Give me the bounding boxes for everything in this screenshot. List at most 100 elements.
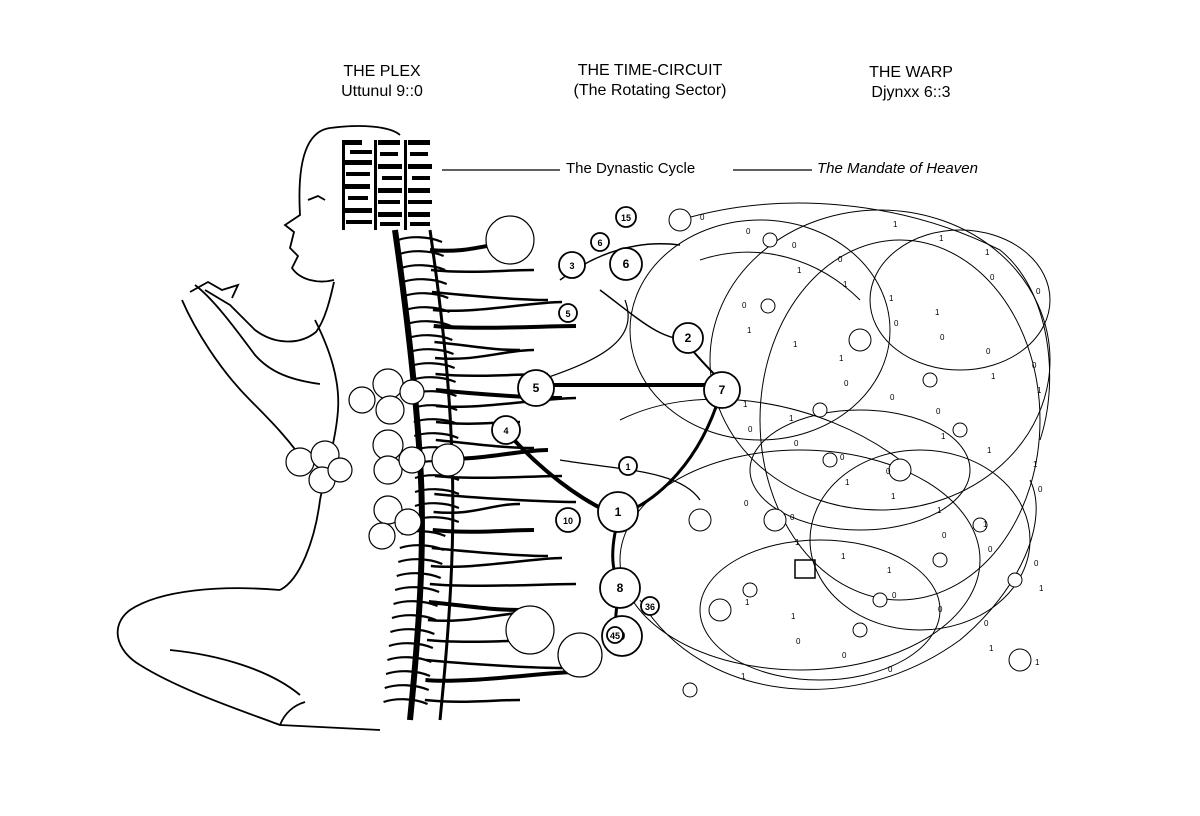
- nerve-branch: [426, 658, 563, 670]
- circuit-node-ring: [555, 507, 581, 533]
- vertebra: [397, 558, 443, 566]
- warp-node: [762, 232, 778, 248]
- warp-node: [1008, 648, 1032, 672]
- warp-digit: 1: [843, 280, 848, 289]
- circuit-node-ring: [609, 247, 643, 281]
- circuit-node: 7: [703, 371, 741, 409]
- circuit-node-label: 3: [569, 261, 574, 271]
- circuit-node-label: 6: [623, 257, 630, 271]
- warp-title: THE WARP: [869, 64, 953, 81]
- circuit-node-label: 5: [565, 309, 570, 319]
- nerve-branch: [428, 600, 521, 612]
- plex-title: THE PLEX: [343, 63, 421, 80]
- seal: [557, 632, 603, 678]
- warp-small-nodes: [668, 208, 1032, 698]
- warp-digit: 0: [1032, 361, 1037, 370]
- circuit-node-label: 15: [621, 213, 631, 223]
- warp-digit: 0: [742, 301, 747, 310]
- warp-digit: 1: [983, 520, 988, 529]
- vertebra: [400, 264, 446, 272]
- warp-digit: 0: [942, 531, 947, 540]
- warp-node: [822, 452, 838, 468]
- nerve-branch: [431, 290, 549, 302]
- warp-digit: 0: [792, 241, 797, 250]
- seal: [285, 447, 315, 477]
- warp-node: [688, 508, 712, 532]
- circuit-node-ring: [615, 206, 637, 228]
- warp-digit: 0: [938, 605, 943, 614]
- seal: [327, 457, 353, 483]
- circuit-node-ring: [491, 415, 521, 445]
- circuit-node-ring: [597, 491, 639, 533]
- warp-digit: 0: [990, 273, 995, 282]
- warp-digit: 0: [840, 453, 845, 462]
- warp-digit: 0: [838, 255, 843, 264]
- warp-node: [742, 582, 758, 598]
- nerve-branch: [430, 556, 563, 569]
- warp-digit: 0: [988, 545, 993, 554]
- nerve-branches: [424, 240, 577, 704]
- warp-digit: 1: [1039, 584, 1044, 593]
- time-circuit-heading: THE TIME-CIRCUIT (The Rotating Sector): [540, 61, 760, 101]
- mandate-caption: The Mandate of Heaven: [817, 160, 978, 177]
- warp-node: [888, 458, 912, 482]
- warp-node: [922, 372, 938, 388]
- warp-node: [848, 328, 872, 352]
- circuit-node-ring: [517, 369, 555, 407]
- warp-digit: 0: [892, 591, 897, 600]
- chakra-seals: [285, 215, 603, 678]
- circuit-node: 2: [672, 322, 704, 354]
- warp-digit: 1: [745, 598, 750, 607]
- warp-digit: 0: [894, 319, 899, 328]
- seated-figure: [116, 125, 401, 731]
- circuit-node-label: 2: [685, 331, 692, 345]
- circuit-node-label: 36: [645, 602, 655, 612]
- warp-digit: 1: [889, 294, 894, 303]
- warp-digit: 1: [987, 446, 992, 455]
- plex-heading: THE PLEX Uttunul 9::0: [322, 62, 442, 102]
- vertebra: [387, 656, 432, 664]
- warp-digit: 1: [985, 248, 990, 257]
- circuit-node: 8: [599, 567, 641, 609]
- nerve-branch: [435, 396, 577, 409]
- circuit-node: 3: [558, 251, 586, 279]
- warp-digit: 0: [844, 379, 849, 388]
- warp-digit: 1: [935, 308, 940, 317]
- dynastic-cycle-caption: The Dynastic Cycle: [566, 160, 696, 177]
- circuit-node-label: 5: [533, 381, 540, 395]
- warp-node: [872, 592, 888, 608]
- circuit-node: 5: [517, 369, 555, 407]
- vertebra: [407, 334, 453, 342]
- circuit-node-label: 6: [597, 238, 602, 248]
- vertebra: [406, 320, 452, 328]
- warp-node: [852, 622, 868, 638]
- warp-digit: 0: [794, 439, 799, 448]
- warp-digit: 0: [1038, 485, 1043, 494]
- warp-node: [760, 298, 776, 314]
- warp-digit: 1: [791, 612, 796, 621]
- warp-digits: 0101010101010101010101010101010101010101…: [700, 213, 1044, 681]
- warp-node: [682, 682, 698, 698]
- nerve-branch: [429, 582, 577, 588]
- vertebra: [403, 292, 449, 300]
- vertebra: [410, 362, 456, 370]
- nerve-branch: [433, 502, 521, 514]
- vertebra: [399, 250, 445, 258]
- circuit-node-ring: [590, 232, 610, 252]
- circuit-node-label: 1: [625, 462, 630, 472]
- warp-digit: 1: [1037, 386, 1042, 395]
- warp-digit: 1: [989, 644, 994, 653]
- circuit-node-ring: [703, 371, 741, 409]
- glyph-block: [342, 138, 432, 230]
- circuit-node-label: 4: [503, 426, 508, 436]
- warp-node: [972, 517, 988, 533]
- warp-digit: 0: [796, 637, 801, 646]
- circuit-node-ring: [640, 596, 660, 616]
- circuit-node: 4: [491, 415, 521, 445]
- warp-digit: 0: [886, 467, 891, 476]
- warp-digit: 0: [748, 425, 753, 434]
- plex-subtitle: Uttunul 9::0: [341, 83, 423, 100]
- circuit-node: 10: [555, 507, 581, 533]
- seal: [375, 395, 405, 425]
